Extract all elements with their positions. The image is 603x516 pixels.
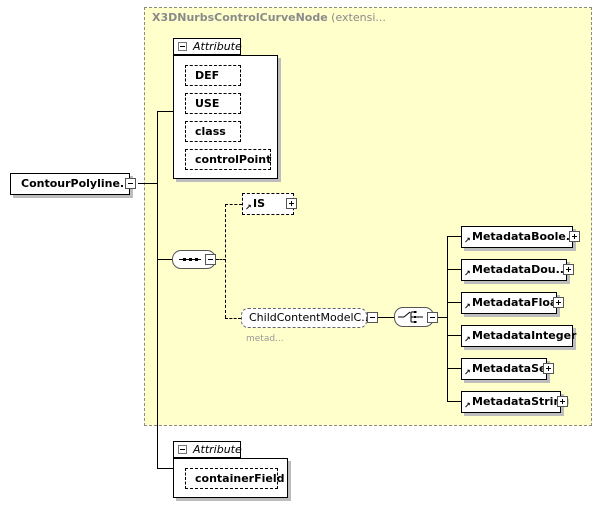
collapse-icon[interactable] (125, 178, 136, 189)
expand-icon[interactable] (543, 363, 554, 374)
child-connector-2 (447, 269, 461, 270)
child-element-label: MetadataDou... (472, 263, 569, 276)
attribute-def[interactable]: DEF (185, 65, 241, 86)
attribute-class[interactable]: class (185, 121, 241, 142)
child-element-label: MetadataInteger (472, 329, 577, 342)
sequence-icon (179, 258, 201, 261)
main-trunk-line (157, 111, 158, 469)
root-connector (138, 183, 158, 184)
reference-arrow-icon: ↗ (464, 302, 471, 311)
child-connector-5 (447, 368, 461, 369)
choice-compositor[interactable] (394, 307, 434, 327)
attribute-group-top-title: Attribute (193, 40, 242, 53)
group-annotation: metad... (246, 334, 284, 344)
is-connector (225, 204, 242, 205)
attr-bottom-connector (157, 468, 173, 469)
child-element-metadatafloat[interactable]: ↗ MetadataFloat (461, 292, 563, 314)
attribute-group-top: DEF USE class controlPoint (173, 55, 278, 179)
is-element[interactable]: ↗ IS (242, 193, 294, 215)
attribute-controlpoint[interactable]: controlPoint (185, 149, 271, 170)
child-element-metadatadouble[interactable]: ↗ MetadataDou... (461, 259, 569, 281)
child-element-metadatainteger[interactable]: ↗ MetadataInteger (461, 325, 577, 347)
reference-arrow-icon: ↗ (464, 269, 471, 278)
extension-title: X3DNurbsControlCurveNode (extensi... (152, 11, 386, 24)
attribute-group-bottom-title: Attribute (193, 443, 242, 456)
group-to-choice-line (378, 317, 394, 318)
group-reference[interactable]: ChildContentModelC... (241, 308, 372, 328)
collapse-icon[interactable] (178, 42, 187, 51)
sequence-out-line (216, 259, 226, 260)
expand-icon[interactable] (553, 297, 564, 308)
extension-suffix: (extensi... (327, 11, 386, 24)
reference-arrow-icon: ↗ (464, 368, 471, 377)
collapse-icon[interactable] (205, 254, 216, 265)
child-element-label: MetadataString (472, 395, 570, 408)
expand-icon[interactable] (286, 198, 297, 209)
sequence-branch-line (225, 204, 226, 318)
extension-type-name: X3DNurbsControlCurveNode (152, 11, 328, 24)
expand-icon[interactable] (563, 264, 574, 275)
child-connector-3 (447, 302, 461, 303)
root-element-label: ContourPolyline... (21, 177, 133, 190)
expand-icon[interactable] (557, 396, 568, 407)
reference-arrow-icon: ↗ (464, 401, 471, 410)
attribute-group-bottom-tab[interactable]: Attribute (173, 441, 242, 458)
collapse-icon[interactable] (178, 445, 187, 454)
reference-arrow-icon: ↗ (464, 335, 471, 344)
root-element[interactable]: ContourPolyline... (10, 173, 133, 195)
attribute-group-bottom: containerField (173, 458, 288, 498)
attribute-use[interactable]: USE (185, 93, 241, 114)
group-connector (225, 318, 241, 319)
attribute-group-top-tab[interactable]: Attribute (173, 38, 242, 55)
collapse-icon[interactable] (427, 312, 438, 323)
sequence-connector (157, 259, 173, 260)
is-element-label: IS (253, 197, 266, 210)
child-element-label: MetadataSet (472, 362, 552, 375)
child-element-metadataboolean[interactable]: ↗ MetadataBoole... (461, 226, 578, 248)
group-reference-label: ChildContentModelC... (249, 311, 372, 324)
child-connector-6 (447, 401, 461, 402)
reference-arrow-icon: ↗ (245, 203, 252, 212)
attr-top-connector (157, 111, 173, 112)
choice-out-line (438, 317, 448, 318)
child-connector-1 (447, 236, 461, 237)
expand-icon[interactable] (569, 231, 580, 242)
child-element-label: MetadataFloat (472, 296, 563, 309)
child-element-metadatastring[interactable]: ↗ MetadataString (461, 391, 569, 413)
child-element-label: MetadataBoole... (472, 230, 579, 243)
reference-arrow-icon: ↗ (464, 236, 471, 245)
attribute-containerfield[interactable]: containerField (185, 468, 284, 489)
choice-branch-line (447, 236, 448, 402)
choice-icon (398, 311, 423, 323)
child-element-metadataset[interactable]: ↗ MetadataSet (461, 358, 552, 380)
child-connector-4 (447, 335, 461, 336)
collapse-icon[interactable] (367, 312, 378, 323)
